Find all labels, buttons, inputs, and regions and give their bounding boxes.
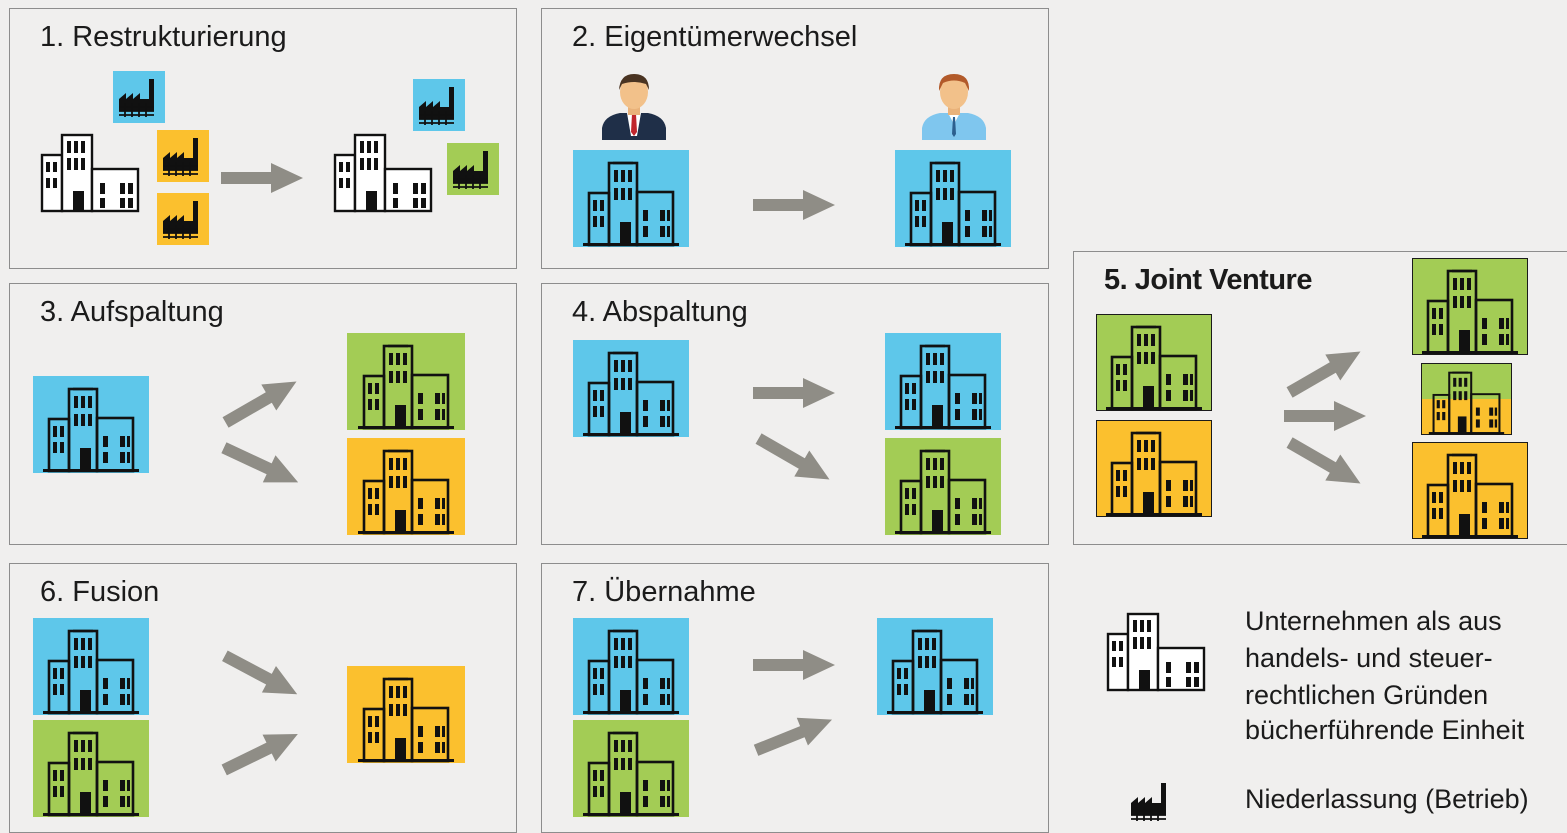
joint-venture-building-icon [1421, 363, 1512, 435]
arrow-icon [753, 190, 835, 220]
office-building-icon [1096, 314, 1212, 411]
legend-company-line-2: handels- und steuer- [1245, 643, 1493, 673]
office-building-icon [347, 438, 465, 535]
legend-company-line-1: Unternehmen als aus [1245, 606, 1502, 636]
panel-title: 4. Abspaltung [572, 296, 748, 328]
office-building-icon [40, 133, 142, 213]
office-building-icon [347, 666, 465, 763]
panel-title: 5. Joint Venture [1104, 264, 1312, 296]
office-building-icon [1096, 420, 1212, 517]
factory-icon [447, 143, 499, 195]
panel-title: 3. Aufspaltung [40, 296, 224, 328]
office-building-icon [347, 333, 465, 430]
panel-title: 7. Übernahme [572, 576, 756, 608]
legend-factory-icon [1125, 775, 1177, 827]
office-building-icon [333, 133, 435, 213]
office-building-icon [885, 438, 1001, 535]
arrow-icon [221, 163, 303, 193]
legend-company-line-4: bücherführende Einheit [1245, 715, 1525, 745]
office-building-icon [573, 720, 689, 817]
panel-restrukturierung: 1. Restrukturierung [9, 8, 517, 269]
arrow-icon [753, 378, 835, 408]
arrow-icon [1284, 401, 1366, 431]
arrow-icon [753, 650, 835, 680]
office-building-icon [1412, 442, 1528, 539]
panel-title: 2. Eigentümerwechsel [572, 21, 858, 53]
factory-icon [113, 71, 165, 123]
office-building-icon [573, 340, 689, 437]
factory-icon [157, 130, 209, 182]
office-building-icon [885, 333, 1001, 430]
office-building-icon [573, 150, 689, 247]
legend-branch-label: Niederlassung (Betrieb) [1245, 784, 1529, 814]
panel-title: 1. Restrukturierung [40, 21, 287, 53]
factory-icon [157, 193, 209, 245]
panel-title: 6. Fusion [40, 576, 160, 608]
office-building-icon [33, 618, 149, 715]
office-building-icon [573, 618, 689, 715]
office-building-icon [1412, 258, 1528, 355]
factory-icon [413, 79, 465, 131]
office-building-icon [895, 150, 1011, 247]
office-building-icon [877, 618, 993, 715]
businessman-icon [598, 72, 670, 140]
office-building-icon [33, 720, 149, 817]
office-building-icon [33, 376, 149, 473]
person-icon [918, 72, 990, 140]
legend-office-building-icon [1106, 612, 1208, 692]
legend-company-line-3: rechtlichen Gründen [1245, 680, 1489, 710]
